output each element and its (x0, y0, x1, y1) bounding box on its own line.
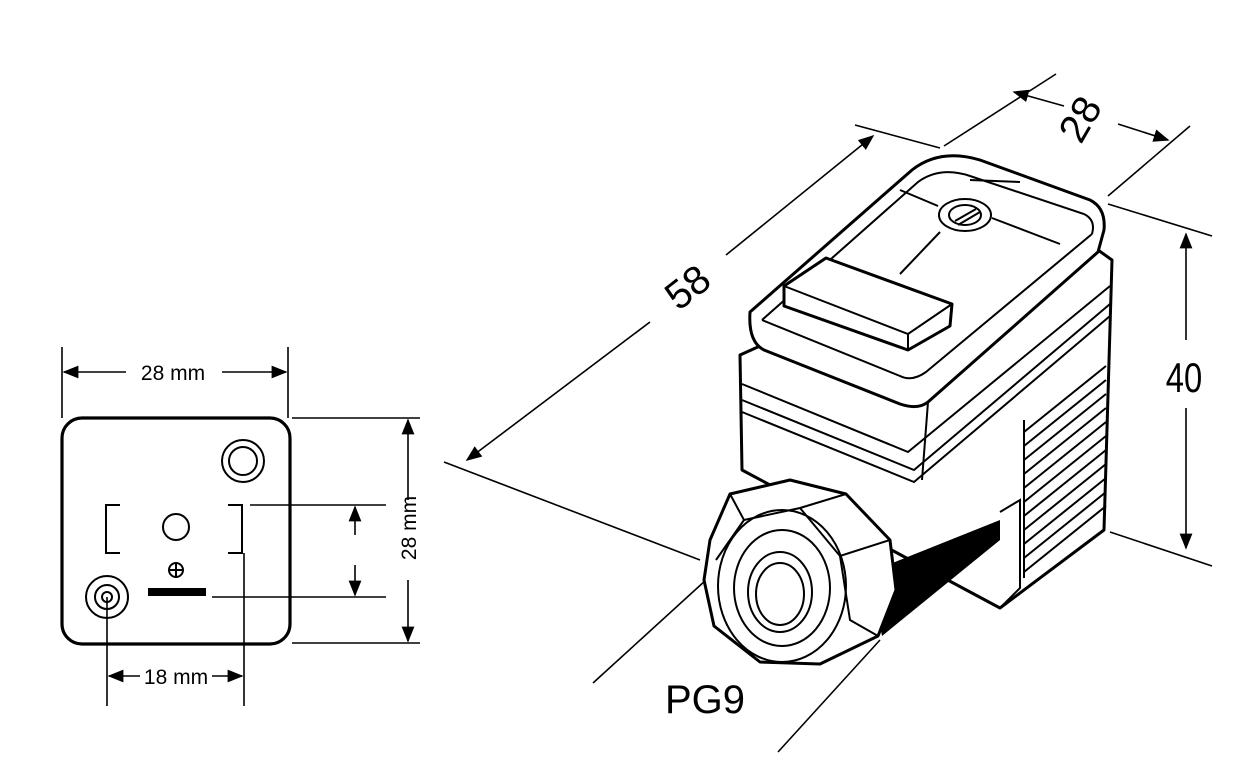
isometric-view: 58 28 40 (443, 73, 1213, 753)
pin-contact-right (228, 504, 243, 554)
height-dimension: 40 (1107, 203, 1213, 567)
width-label: 28 (1051, 89, 1111, 150)
contact-spacing-dimension (212, 504, 386, 598)
pin-contact-left (105, 504, 120, 554)
ground-symbol-icon (168, 562, 184, 578)
front-width-dimension: 28 mm (61, 347, 289, 418)
mounting-hole-top (221, 439, 265, 483)
front-width-label: 28 mm (141, 362, 205, 385)
side-ribs (1023, 365, 1107, 578)
pin-spacing-label: 18 mm (144, 666, 208, 689)
front-view: 28 mm 28 mm 18 mm (60, 347, 421, 706)
gland-leader-right (777, 639, 881, 753)
front-height-dimension: 28 mm (292, 417, 421, 644)
length-label: 58 (657, 257, 719, 319)
connector-face-outline (60, 416, 292, 646)
gland-leader-left (592, 579, 707, 684)
cable-gland (702, 478, 1000, 666)
ground-contact (148, 588, 206, 596)
label-plate (782, 256, 954, 352)
gland-label: PG9 (665, 678, 745, 722)
height-label: 40 (1166, 354, 1202, 401)
top-screw-icon (899, 179, 1061, 275)
pin-contact-center (162, 513, 190, 541)
pin-spacing-dimension: 18 mm (106, 553, 245, 706)
front-height-label: 28 mm (398, 496, 421, 560)
